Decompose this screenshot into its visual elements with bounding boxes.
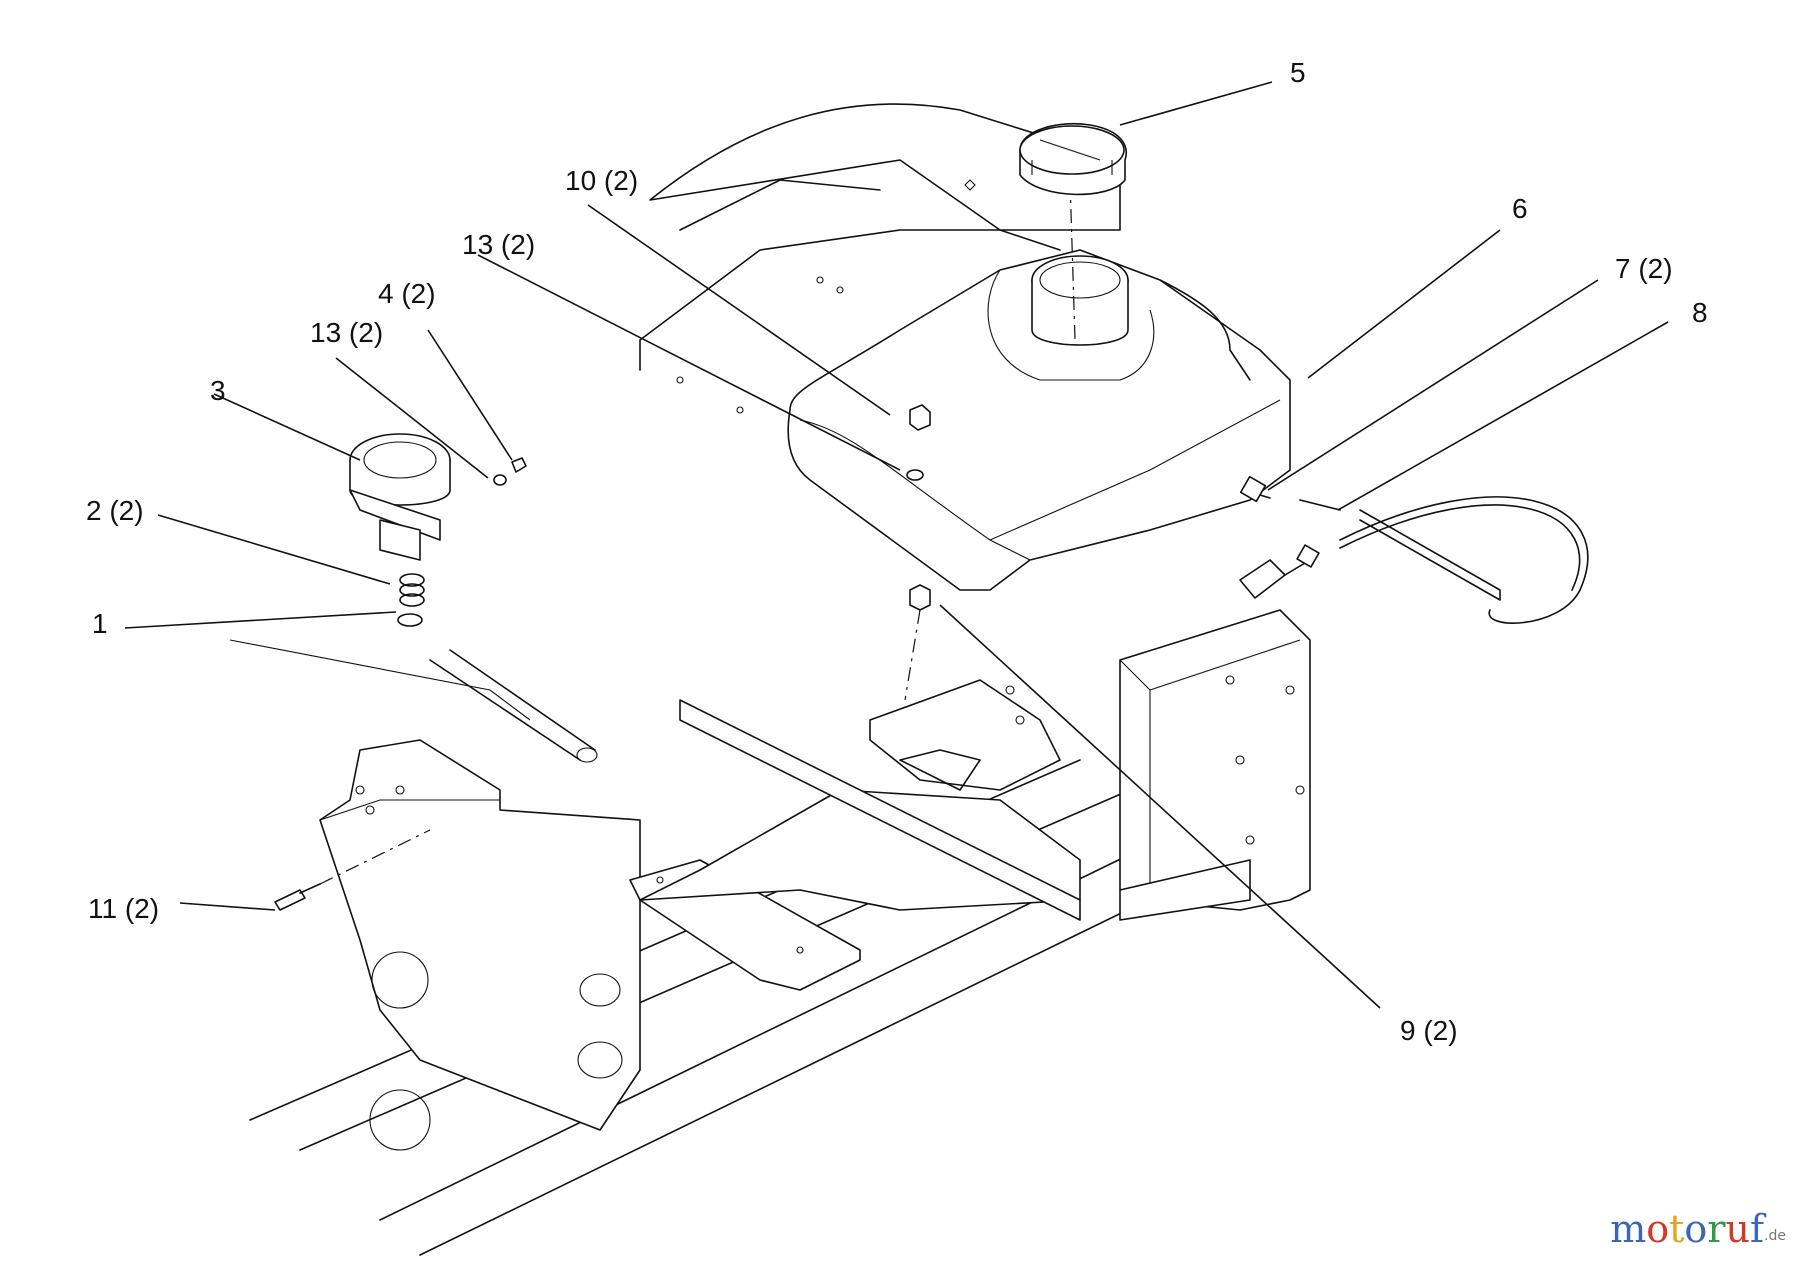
callout-1: 1 <box>92 608 108 639</box>
motoruf-watermark-logo: motoruf.de <box>1610 1207 1786 1251</box>
callout-9: 9 (2) <box>1400 1015 1458 1046</box>
leader-lines <box>124 81 1669 1009</box>
logo-letter: o <box>1684 1207 1708 1251</box>
chassis-frame <box>249 609 1311 1256</box>
logo-letter: t <box>1669 1207 1685 1251</box>
callout-13-upper: 13 (2) <box>462 229 535 260</box>
logo-suffix: .de <box>1764 1228 1786 1244</box>
callout-6: 6 <box>1512 193 1528 224</box>
callout-2: 2 (2) <box>86 495 144 526</box>
callout-11: 11 (2) <box>88 893 159 924</box>
logo-letter: f <box>1749 1207 1765 1251</box>
fuel-line-assembly <box>1239 475 1589 624</box>
logo-letter: u <box>1725 1207 1750 1251</box>
left-cap-assembly <box>229 433 598 763</box>
fuel-tank <box>787 179 1291 591</box>
callout-8: 8 <box>1692 297 1708 328</box>
callout-7: 7 (2) <box>1615 253 1673 284</box>
logo-letter: o <box>1646 1207 1670 1251</box>
callout-labels: 5 10 (2) 13 (2) 6 7 (2) 4 (2) 8 13 (2) 3… <box>86 57 1708 1046</box>
logo-letter: r <box>1707 1207 1726 1251</box>
callout-4: 4 (2) <box>378 278 436 309</box>
hardware <box>274 404 931 911</box>
logo-letter: m <box>1610 1207 1647 1251</box>
fuel-cap <box>1019 122 1127 196</box>
callout-13-lower: 13 (2) <box>310 317 383 348</box>
callout-10: 10 (2) <box>565 165 638 196</box>
callout-3: 3 <box>210 375 226 406</box>
callout-5: 5 <box>1290 57 1306 88</box>
